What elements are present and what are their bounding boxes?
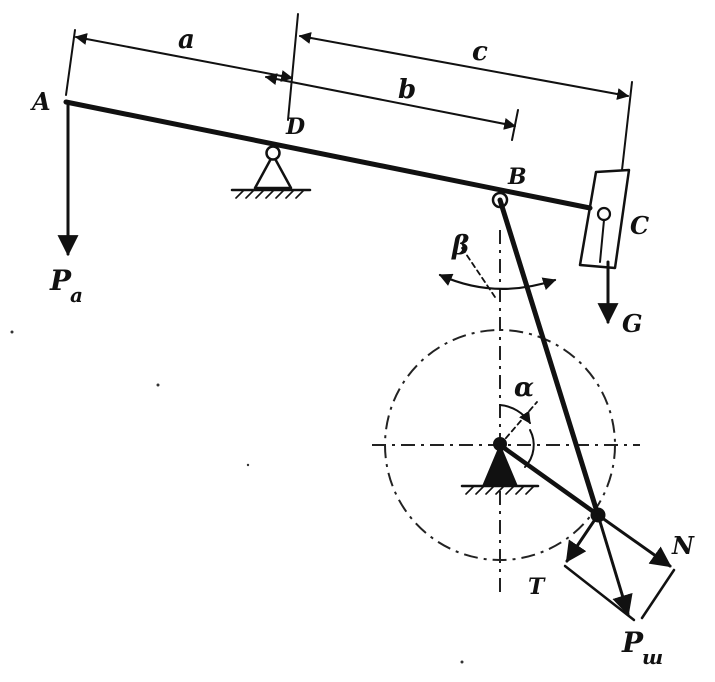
force-psh-arrow — [596, 513, 633, 617]
angle-beta-arc — [438, 273, 557, 291]
label-t: T — [528, 574, 546, 600]
label-psh: P ш — [621, 626, 663, 669]
label-point-b: B — [507, 164, 527, 190]
slider-c — [578, 168, 631, 270]
force-t-arrow — [565, 513, 600, 563]
label-pa-main: P — [49, 264, 72, 297]
force-parallelogram — [563, 513, 676, 622]
extension-line-c-right — [621, 81, 633, 171]
connecting-rod — [497, 197, 601, 518]
extension-line-a-left — [65, 29, 76, 96]
label-point-c: C — [630, 211, 649, 240]
label-pa-sub: a — [70, 283, 83, 307]
speck — [460, 660, 464, 664]
extension-line-d — [287, 13, 299, 121]
label-psh-sub: ш — [642, 645, 663, 669]
pivot-support-d — [230, 145, 312, 199]
label-point-d: D — [285, 114, 305, 140]
dimension-a — [74, 33, 294, 82]
label-n: N — [671, 531, 695, 560]
speck — [156, 383, 160, 387]
angle-beta-ray — [461, 247, 498, 301]
angle-crank-arc — [524, 429, 535, 468]
label-b: b — [398, 75, 416, 105]
label-pa: P a — [49, 264, 83, 307]
label-alpha: α — [514, 373, 534, 403]
dimension-b — [264, 73, 517, 130]
force-n-arrow — [596, 513, 672, 568]
label-point-a: A — [30, 87, 51, 116]
angle-alpha-ray — [499, 401, 538, 446]
label-beta: β — [451, 231, 469, 261]
lever-beam — [63, 99, 593, 211]
label-a: a — [178, 25, 195, 55]
angle-alpha-arc — [499, 404, 531, 425]
speck — [10, 330, 14, 334]
label-g: G — [622, 309, 643, 338]
speck — [246, 463, 250, 467]
label-psh-main: P — [621, 626, 644, 659]
dimension-c — [298, 32, 630, 100]
crank-radius — [497, 442, 601, 518]
label-c: c — [472, 37, 488, 67]
